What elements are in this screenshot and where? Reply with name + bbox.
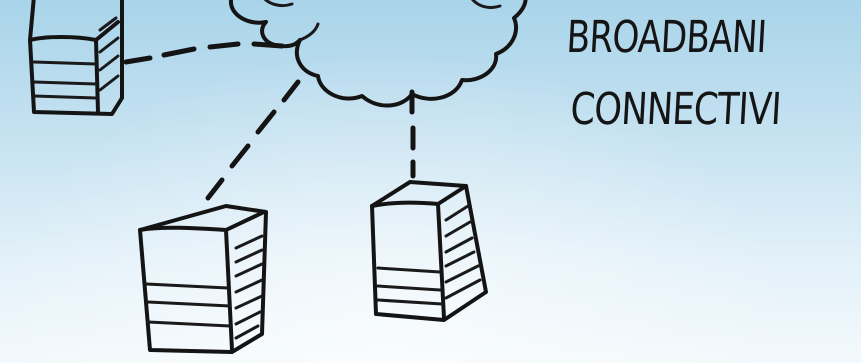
- server-tower-icon: [372, 182, 486, 320]
- cloud-icon: [231, 0, 526, 106]
- caption-line-2: CONNECTIVI: [569, 84, 782, 135]
- server-tower-icon: [30, 0, 122, 114]
- server-tower-icon: [140, 206, 266, 352]
- connection-bottom-center-to-cloud: [412, 92, 413, 176]
- caption-line-1: BROADBANI: [565, 12, 767, 63]
- connection-bottom-left-to-cloud: [208, 82, 298, 198]
- connection-left-to-cloud: [126, 44, 282, 62]
